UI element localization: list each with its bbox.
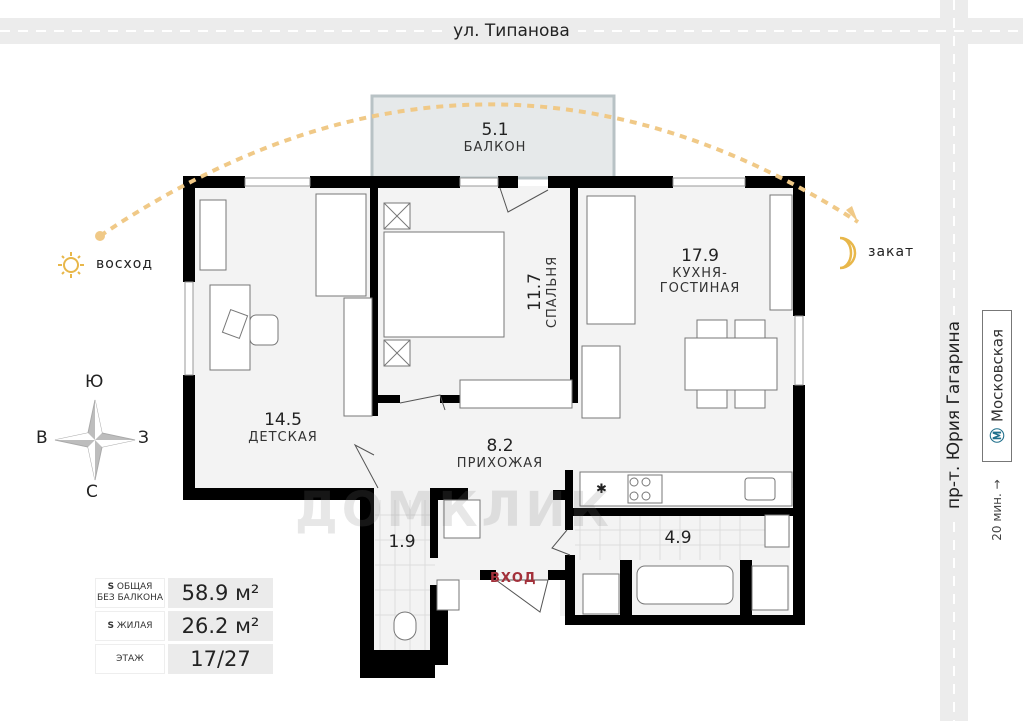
info-row-living-area: S ЖИЛАЯ 26.2 м² [95, 611, 273, 641]
moon-icon [839, 236, 857, 270]
room-bathroom: 4.9 [648, 528, 708, 548]
room-area: 5.1 [481, 120, 509, 140]
room-wc: 1.9 [382, 532, 422, 552]
entrance-label: ВХОД [490, 571, 537, 586]
compass-north: С [86, 482, 98, 502]
info-key: S ЖИЛАЯ [95, 611, 165, 641]
info-value: 17/27 [168, 644, 273, 674]
room-balcony: 5.1 БАЛКОН [430, 120, 560, 155]
compass-west: З [138, 428, 149, 448]
compass-east: В [36, 428, 48, 448]
compass-south: Ю [85, 372, 104, 392]
room-area: 4.9 [664, 528, 692, 548]
room-name: КУХНЯ- [672, 266, 728, 281]
room-kitchen-living: 17.9 КУХНЯ- ГОСТИНАЯ [640, 246, 760, 296]
room-area: 14.5 [264, 410, 302, 430]
compass-star-icon [54, 399, 136, 481]
metro-station-badge: ⓂМосковская [982, 310, 1012, 462]
info-key: ЭТАЖ [95, 644, 165, 674]
room-area: 1.9 [388, 532, 416, 552]
info-value: 58.9 м² [168, 578, 273, 608]
street-name-right: пр-т. Юрия Гагарина [940, 280, 968, 550]
watermark: ДОМКЛИК [295, 482, 613, 538]
info-row-floor: ЭТАЖ 17/27 [95, 644, 273, 674]
room-hallway: 8.2 ПРИХОЖАЯ [440, 436, 560, 471]
info-value: 26.2 м² [168, 611, 273, 641]
room-area: 8.2 [486, 436, 514, 456]
room-name: ПРИХОЖАЯ [456, 456, 544, 471]
sun-icon [58, 252, 84, 278]
sunrise-label: восход [96, 256, 154, 272]
street-name-top: ул. Типанова [0, 18, 1023, 44]
room-name-line2: ГОСТИНАЯ [659, 281, 741, 296]
sunset-label: закат [868, 244, 915, 260]
snowflake-icon: ✱ [596, 482, 607, 497]
room-children: 14.5 ДЕТСКАЯ [228, 410, 338, 445]
room-name: ДЕТСКАЯ [248, 430, 318, 445]
room-area: 17.9 [681, 246, 719, 266]
room-name: БАЛКОН [463, 140, 527, 155]
compass: Ю В З С [30, 370, 170, 510]
